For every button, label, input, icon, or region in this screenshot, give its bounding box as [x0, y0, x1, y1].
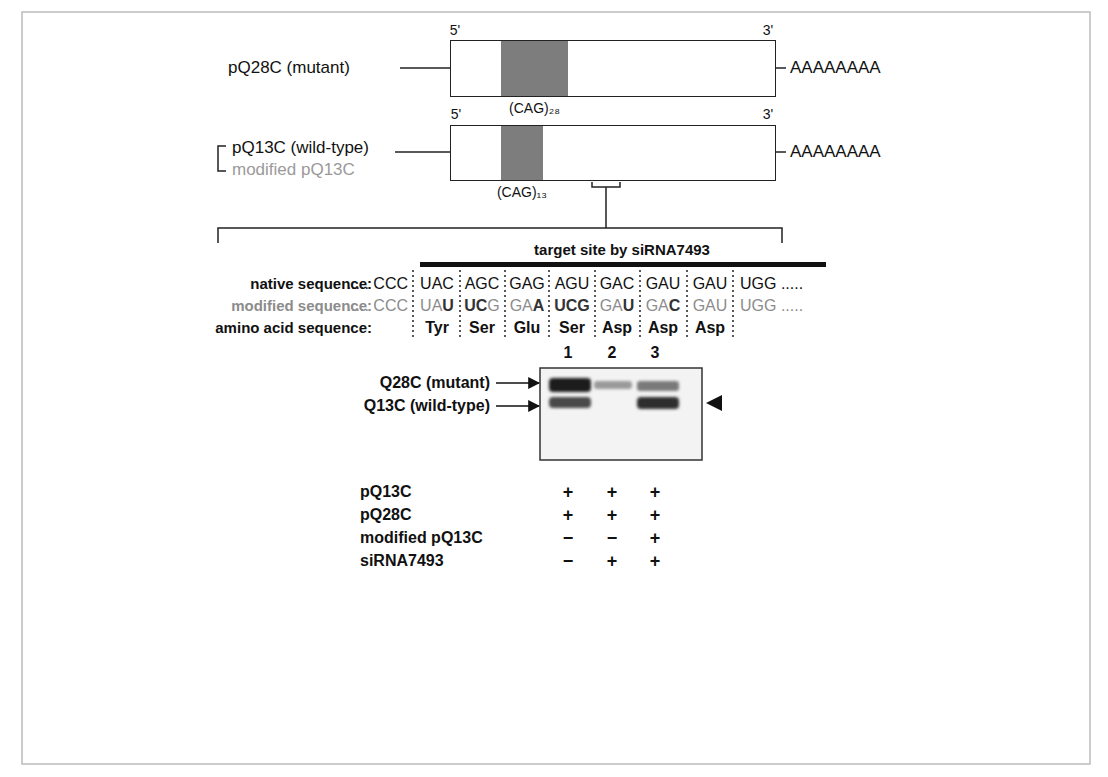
utr-line — [776, 67, 786, 69]
condition-sign: + — [607, 505, 618, 526]
condition-label: pQ28C — [360, 506, 412, 524]
condition-sign: − — [607, 528, 618, 549]
construct-name: pQ28C (mutant) — [228, 58, 350, 78]
codon: UAC — [420, 275, 454, 293]
codon: UCG — [554, 297, 590, 315]
codon: ..... CCC — [347, 275, 408, 293]
end-marker: 5' — [451, 106, 461, 122]
figure-frame — [22, 12, 1090, 764]
band-arrow — [496, 382, 539, 384]
condition-sign: + — [650, 528, 661, 549]
codon: UAU — [420, 297, 454, 315]
amino-acid: Tyr — [425, 319, 449, 337]
codon: GAU — [600, 297, 635, 315]
condition-label: pQ13C — [360, 483, 412, 501]
band-arrow — [496, 405, 539, 407]
utr-line — [395, 151, 450, 153]
polya-tail: AAAAAAAA — [790, 142, 881, 162]
amino-acid: Ser — [559, 319, 585, 337]
construct-name: modified pQ13C — [232, 160, 355, 180]
condition-sign: + — [650, 482, 661, 503]
end-marker: 5' — [450, 22, 460, 38]
codon: GAU — [693, 297, 728, 315]
codon: GAC — [646, 297, 681, 315]
band-label: Q28C (mutant) — [380, 374, 490, 392]
amino-acid: Asp — [695, 319, 725, 337]
condition-sign: − — [563, 551, 574, 572]
amino-acid: Asp — [648, 319, 678, 337]
end-marker: 3' — [763, 22, 773, 38]
condition-label: modified pQ13C — [360, 529, 483, 547]
condition-sign: + — [607, 551, 618, 572]
codon: GAU — [693, 275, 728, 293]
codon-dividers — [413, 270, 733, 340]
target-bar — [420, 262, 826, 267]
condition-sign: + — [563, 505, 574, 526]
polya-tail: AAAAAAAA — [790, 58, 881, 78]
lane-number: 1 — [564, 344, 573, 362]
lane-number: 2 — [608, 344, 617, 362]
codon: AGC — [465, 275, 500, 293]
codon: GAA — [510, 297, 545, 315]
cag-repeat-region — [501, 41, 568, 96]
lane-number: 3 — [651, 344, 660, 362]
gel-bands — [549, 378, 679, 409]
codon: ..... CCC — [347, 297, 408, 315]
condition-sign: + — [650, 505, 661, 526]
row-label: amino acid sequence: — [215, 319, 372, 336]
band-arrowhead — [706, 395, 722, 411]
zoom-bracket — [592, 182, 620, 228]
target-site-label: target site by siRNA7493 — [534, 241, 710, 258]
codon: AGU — [555, 275, 590, 293]
amino-acid: Glu — [514, 319, 541, 337]
gel-image — [540, 368, 702, 460]
repeat-label: (CAG)₂₈ — [509, 100, 560, 116]
end-marker: 3' — [763, 106, 773, 122]
condition-sign: + — [563, 482, 574, 503]
mrna-box: (CAG)₁₃ — [450, 125, 776, 181]
condition-label: siRNA7493 — [360, 552, 444, 570]
amino-acid: Ser — [469, 319, 495, 337]
condition-sign: + — [650, 551, 661, 572]
utr-line — [776, 151, 786, 153]
construct-name: pQ13C (wild-type) — [232, 138, 369, 158]
codon: GAC — [600, 275, 635, 293]
pair-bracket — [218, 146, 226, 171]
band-label: Q13C (wild-type) — [364, 397, 490, 415]
codon: UGG ..... — [740, 275, 803, 293]
condition-sign: − — [563, 528, 574, 549]
zoom-bracket — [218, 228, 782, 243]
utr-line — [400, 67, 450, 69]
codon: UGG ..... — [740, 297, 803, 315]
codon: UCG — [464, 297, 500, 315]
repeat-label: (CAG)₁₃ — [497, 184, 547, 200]
condition-sign: + — [607, 482, 618, 503]
amino-acid: Asp — [602, 319, 632, 337]
cag-repeat-region — [501, 126, 543, 180]
codon: GAG — [509, 275, 545, 293]
codon: GAU — [646, 275, 681, 293]
mrna-box: (CAG)₂₈ — [450, 40, 776, 97]
